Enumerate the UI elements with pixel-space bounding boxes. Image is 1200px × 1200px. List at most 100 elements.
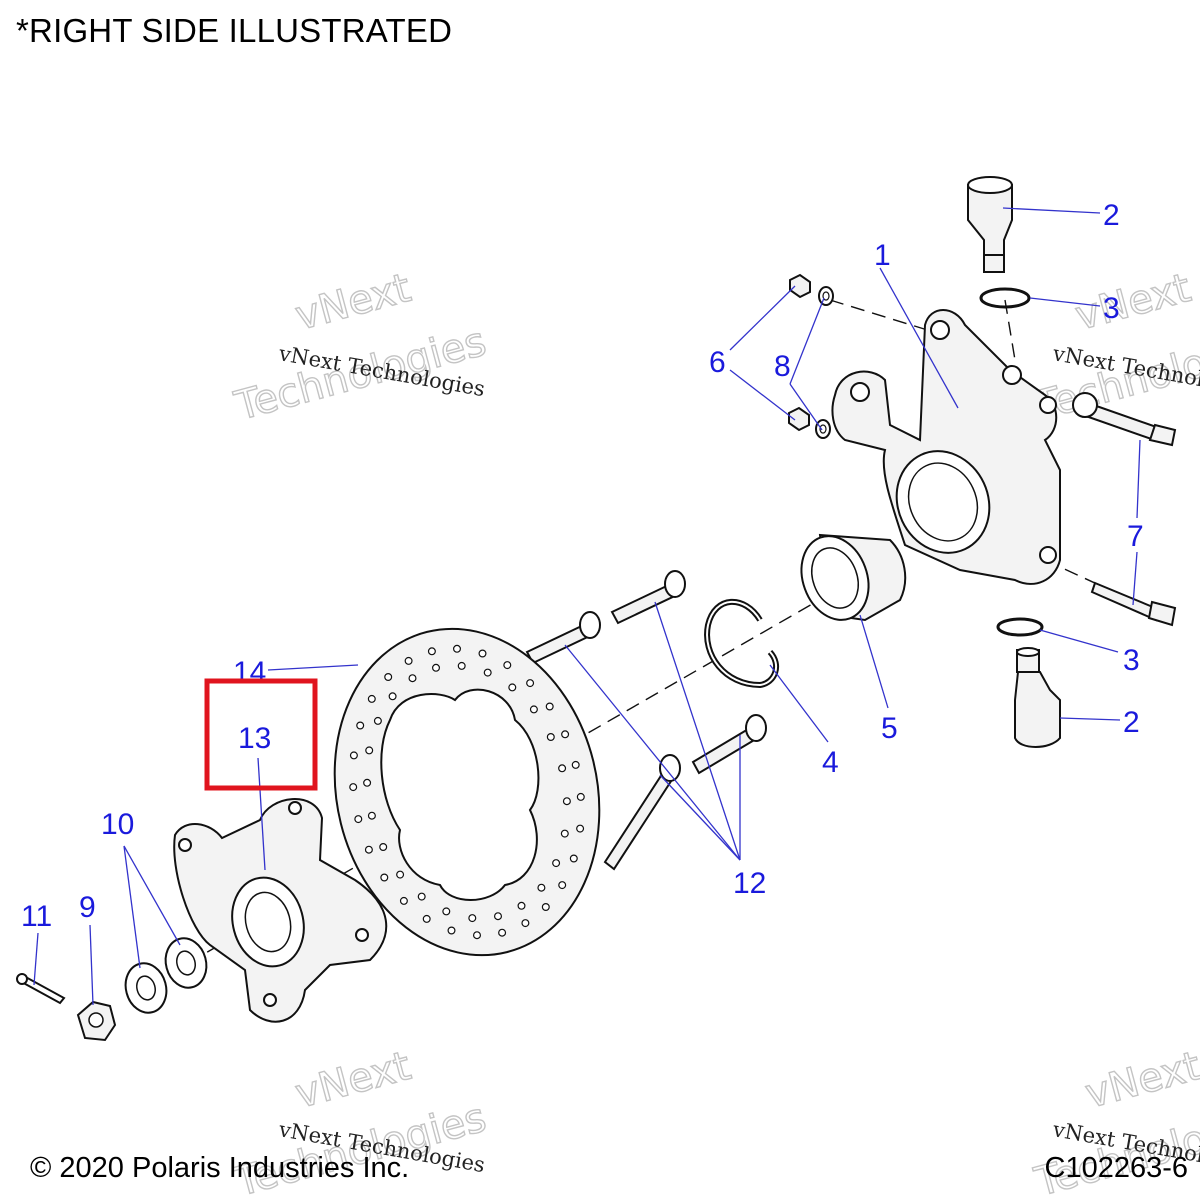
rotor-hole — [552, 859, 561, 868]
stud-3 — [603, 754, 681, 871]
stud-1 — [525, 611, 601, 665]
callout-11: 11 — [21, 900, 52, 933]
callout-5: 5 — [881, 712, 898, 745]
rotor-hole — [453, 644, 462, 653]
rotor-hole — [373, 716, 382, 725]
callout-2-top: 2 — [1103, 199, 1120, 232]
lower-washer — [815, 419, 831, 439]
header-note: *RIGHT SIDE ILLUSTRATED — [16, 12, 453, 49]
lower-ball-joint — [1014, 647, 1061, 748]
snap-ring — [704, 598, 780, 689]
rotor-hole — [384, 672, 393, 681]
rotor-hole — [558, 764, 567, 773]
rotor-hole — [529, 705, 538, 714]
rotor-hole — [537, 883, 546, 892]
brake-rotor — [333, 627, 601, 957]
callout-7: 7 — [1127, 520, 1144, 553]
rotor-hole — [503, 661, 512, 670]
callout-10: 10 — [101, 808, 134, 841]
rotor-hole — [354, 815, 363, 824]
stud-2 — [610, 570, 686, 625]
callout-1: 1 — [874, 239, 891, 272]
rotor-hole — [447, 926, 456, 935]
rotor-hole — [473, 931, 482, 940]
rotor-hole — [408, 674, 417, 683]
rotor-hole — [560, 829, 569, 838]
rotor-hole — [494, 912, 503, 921]
wheel-hub — [173, 798, 388, 1023]
rotor-hole — [388, 692, 397, 701]
outer-washer — [124, 962, 168, 1014]
upper-washer — [818, 286, 834, 306]
callout-2-bottom: 2 — [1123, 706, 1140, 739]
lower-retaining-ring — [996, 617, 1044, 637]
leader-lines — [33, 207, 1141, 1006]
upper-knuckle-bolt — [1072, 392, 1177, 447]
rotor-hole — [404, 656, 413, 665]
upper-retaining-ring — [979, 287, 1031, 309]
rotor-hole — [517, 901, 526, 910]
callout-9: 9 — [79, 891, 96, 924]
castle-nut — [76, 1000, 117, 1042]
upper-ball-joint — [967, 176, 1013, 273]
rotor-hole — [349, 751, 358, 760]
rotor-hole — [396, 870, 405, 879]
cotter-pin — [16, 973, 66, 1005]
wheel-studs — [525, 570, 767, 871]
svg-text:vNext: vNext — [1071, 265, 1196, 340]
inner-washer — [164, 937, 208, 989]
rotor-hole — [571, 760, 580, 769]
lower-nut — [788, 406, 810, 432]
rotor-hole — [417, 892, 426, 901]
rotor-hole — [399, 896, 408, 905]
rotor-hole — [427, 647, 436, 656]
steering-knuckle — [831, 309, 1061, 585]
rotor-hole — [364, 845, 373, 854]
callout-14: 14 — [233, 656, 266, 689]
rotor-hole — [367, 694, 376, 703]
highlight-box — [204, 678, 318, 791]
rotor-hole — [367, 811, 376, 820]
svg-text:vNext: vNext — [291, 1043, 416, 1118]
callout-4: 4 — [822, 746, 839, 779]
rotor-hole — [380, 873, 389, 882]
callout-8: 8 — [774, 350, 791, 383]
rotor-hole — [379, 842, 388, 851]
rotor-hole — [498, 928, 507, 937]
rotor-hole — [569, 854, 578, 863]
upper-nut — [789, 273, 811, 299]
watermark-top-left: vNext Technologies vNext Technologies — [229, 264, 491, 430]
rotor-hole — [508, 683, 517, 692]
svg-text:vNext: vNext — [291, 265, 416, 340]
ball-joint-centerline — [1004, 299, 1016, 361]
drawing-number: C102263-6 — [1044, 1152, 1189, 1184]
rotor-hole — [526, 679, 535, 688]
rotor-hole — [457, 661, 466, 670]
rotor-hole — [561, 730, 570, 739]
rotor-hole — [363, 778, 372, 787]
rotor-hole — [432, 663, 441, 672]
rotor-hole — [545, 702, 554, 711]
rotor-hole — [546, 732, 555, 741]
copyright-text: © 2020 Polaris Industries Inc. — [30, 1152, 410, 1184]
rotor-hole — [576, 824, 585, 833]
rotor-hole — [422, 914, 431, 923]
callout-6: 6 — [709, 346, 726, 379]
svg-text:vNext: vNext — [1081, 1043, 1200, 1118]
rotor-hole — [562, 797, 571, 806]
rotor-hole — [576, 792, 585, 801]
rotor-hole — [365, 746, 374, 755]
rotor-hole — [356, 721, 365, 730]
rotor-hole — [468, 914, 477, 923]
rotor-hole — [442, 907, 451, 916]
rotor-holes — [349, 644, 585, 940]
callout-3-bottom: 3 — [1123, 644, 1140, 677]
rotor-hole — [558, 881, 567, 890]
wheel-bearing — [800, 533, 907, 622]
callout-12: 12 — [733, 867, 766, 900]
lower-knuckle-bolt — [1090, 581, 1177, 627]
rotor-hole — [541, 902, 550, 911]
rotor-hole — [483, 668, 492, 677]
callout-3-top: 3 — [1103, 292, 1120, 325]
